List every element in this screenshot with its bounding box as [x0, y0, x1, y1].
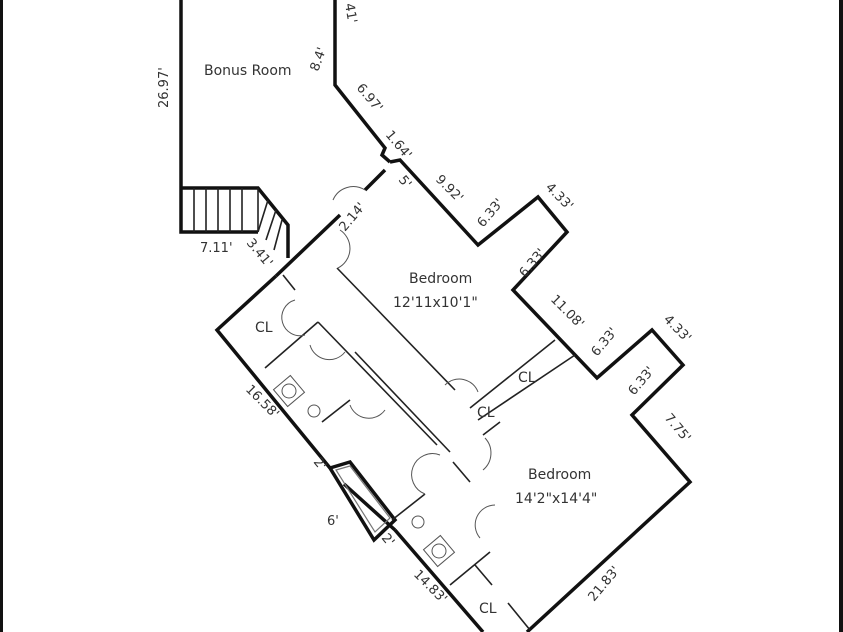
closet-label: CL: [479, 601, 497, 617]
dim-label: 8.4': [308, 45, 330, 73]
dim-label: 41': [341, 2, 359, 24]
closet-label: CL: [477, 405, 495, 421]
dim-label: 6.97': [353, 81, 385, 116]
exterior-wall-east: [389, 158, 693, 632]
dim-label: 2': [310, 455, 329, 474]
closet-label: CL: [518, 370, 536, 386]
room-name-bedroom-1: Bedroom: [409, 271, 472, 287]
door-swings: [281, 186, 496, 539]
dim-label: 6.33': [517, 246, 549, 281]
room-size-bedroom-2: 14'2"x14'4": [515, 491, 597, 507]
interior-walls: [264, 267, 576, 631]
room-name-bonus: Bonus Room: [204, 63, 292, 79]
dim-label: 11.08': [547, 292, 586, 331]
dim-label: 2.14': [337, 200, 369, 235]
dim-label: 7.75': [661, 411, 693, 446]
stairs: [193, 188, 283, 251]
room-size-bedroom-1: 12'11x10'1": [393, 295, 478, 311]
dim-label: 4.33': [660, 312, 694, 346]
bathtub: [327, 459, 398, 543]
closet-label: CL: [255, 320, 273, 336]
bonus-room-walls: [179, 0, 392, 258]
dim-label: 6': [327, 514, 339, 529]
exterior-wall-west: [214, 274, 485, 632]
dim-label: 7.11': [200, 241, 233, 256]
fixtures: [272, 374, 456, 568]
dim-label: 26.97': [157, 67, 172, 108]
dim-label: 3.41': [243, 236, 275, 271]
dim-label: 6.33': [589, 325, 621, 360]
bonus-bedroom-wall: [274, 168, 387, 278]
dim-label: 5': [395, 173, 414, 192]
room-name-bedroom-2: Bedroom: [528, 467, 591, 483]
dim-label: 21.83': [586, 564, 624, 605]
